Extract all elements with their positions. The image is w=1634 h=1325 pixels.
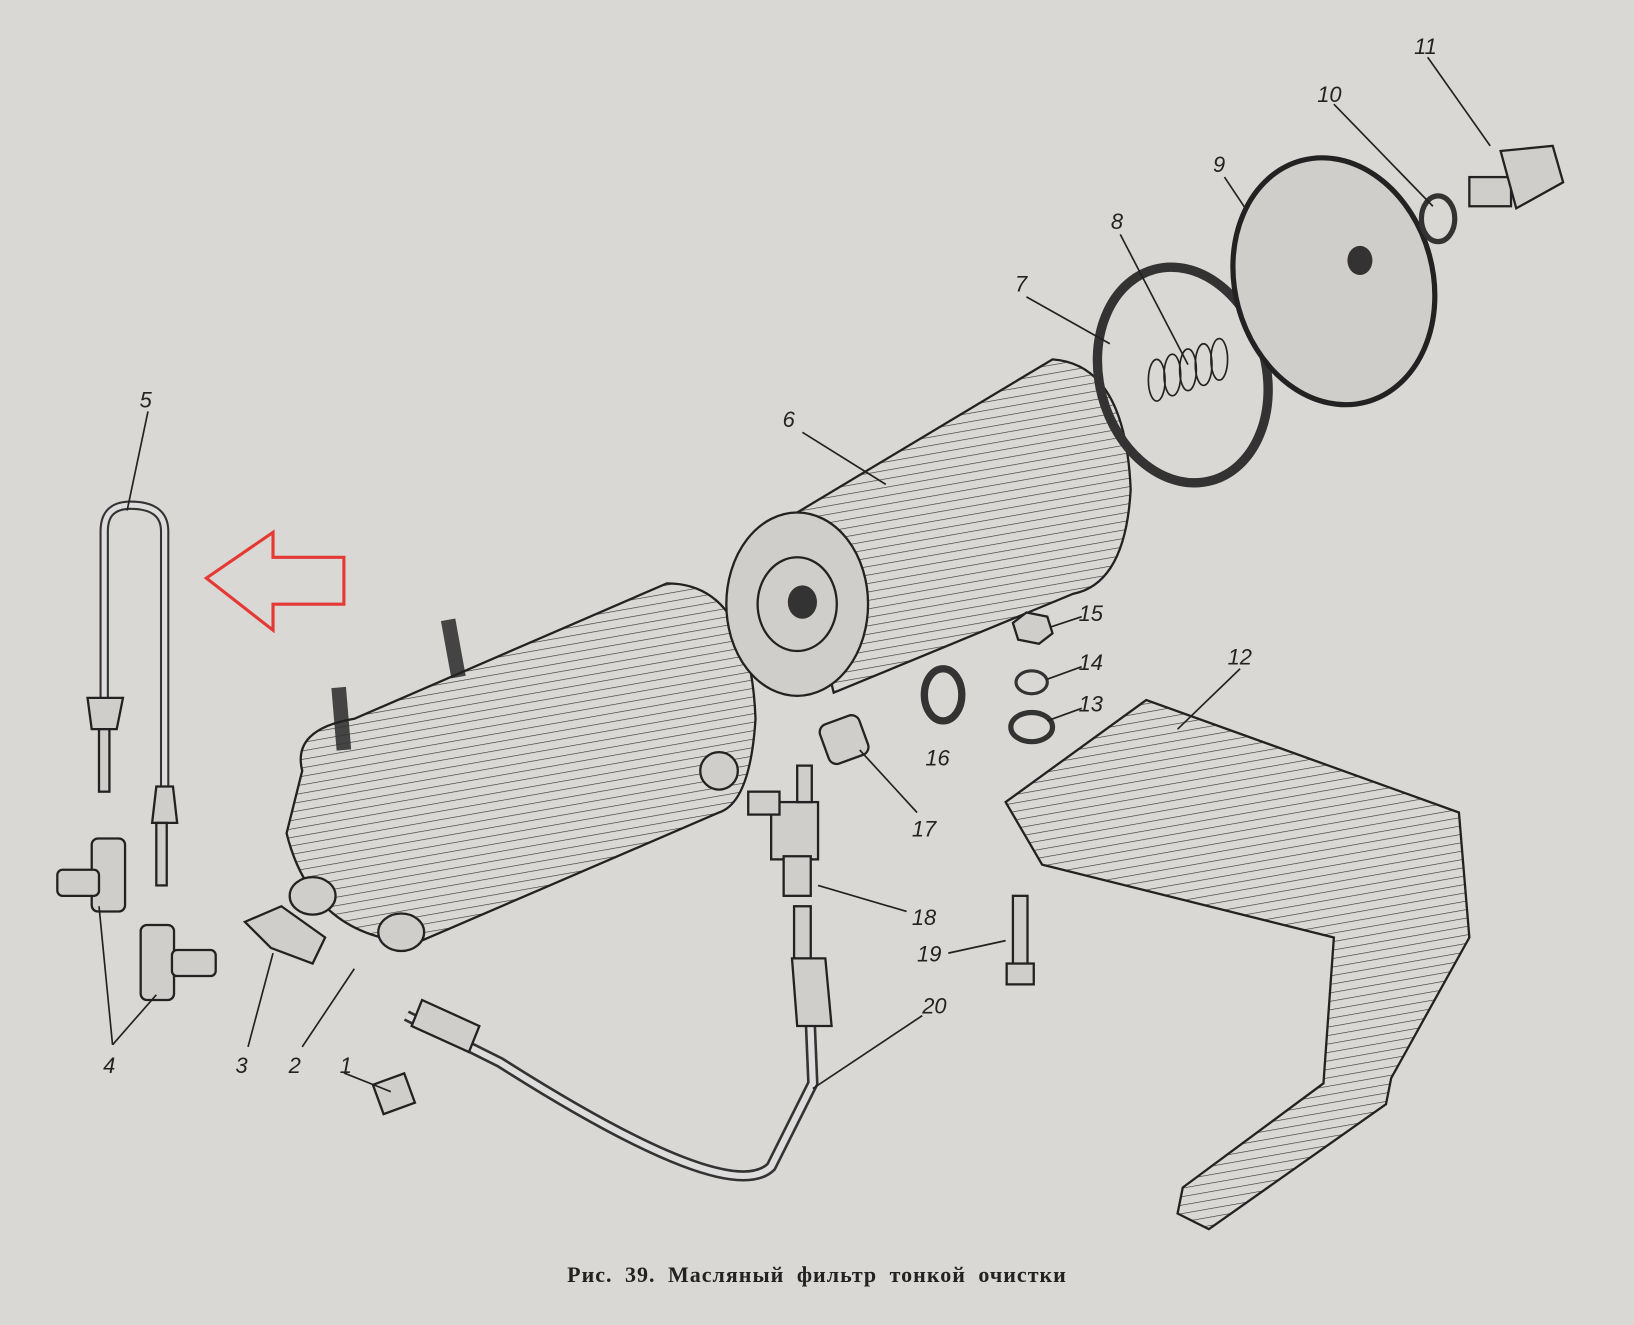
part-11-bolt <box>1468 144 1565 211</box>
label-10: 10 <box>1317 82 1341 107</box>
part-17-bushing <box>818 714 870 766</box>
red-arrow-annotation <box>203 529 346 634</box>
label-11: 11 <box>1414 34 1437 59</box>
part-8-spring <box>1147 337 1229 402</box>
leader-lines <box>98 56 1491 1093</box>
part-13-washer <box>1008 709 1056 745</box>
part-1-plug <box>371 1071 417 1116</box>
part-9-cover <box>1230 155 1438 408</box>
label-18: 18 <box>912 905 937 930</box>
part-18-tee <box>747 764 820 897</box>
label-17: 17 <box>912 816 937 841</box>
label-4: 4 <box>103 1053 115 1078</box>
label-20: 20 <box>921 994 946 1019</box>
label-2: 2 <box>288 1053 301 1078</box>
part-16-washer <box>920 665 966 725</box>
label-9: 9 <box>1213 152 1225 177</box>
label-13: 13 <box>1079 691 1103 716</box>
label-1: 1 <box>340 1053 352 1078</box>
part-14-spring-washer <box>1014 669 1049 696</box>
label-14: 14 <box>1079 650 1103 675</box>
part-12-bracket <box>1004 698 1471 1231</box>
label-15: 15 <box>1079 601 1104 626</box>
label-6: 6 <box>783 407 796 432</box>
label-16: 16 <box>925 746 950 771</box>
label-19: 19 <box>917 941 941 966</box>
part-2-housing <box>285 582 757 953</box>
part-20-pipe <box>403 905 833 1182</box>
part-10-washer <box>1418 193 1458 245</box>
part-4-elbow-fittings <box>56 837 217 1002</box>
part-15-nut <box>1011 611 1054 645</box>
label-7: 7 <box>1015 272 1028 297</box>
label-3: 3 <box>236 1053 248 1078</box>
part-5-u-tube <box>86 500 179 887</box>
part-19-bolt <box>1005 894 1035 986</box>
part-labels: 1 2 3 4 5 6 7 8 9 10 11 12 13 14 15 16 1… <box>103 34 1437 1078</box>
part-3-union <box>242 904 327 965</box>
label-5: 5 <box>140 387 153 412</box>
label-8: 8 <box>1111 209 1124 234</box>
figure-caption: Рис. 39. Масляный фильтр тонкой очистки <box>567 1262 1067 1287</box>
label-12: 12 <box>1228 645 1252 670</box>
part-6-filter-element <box>725 358 1132 697</box>
